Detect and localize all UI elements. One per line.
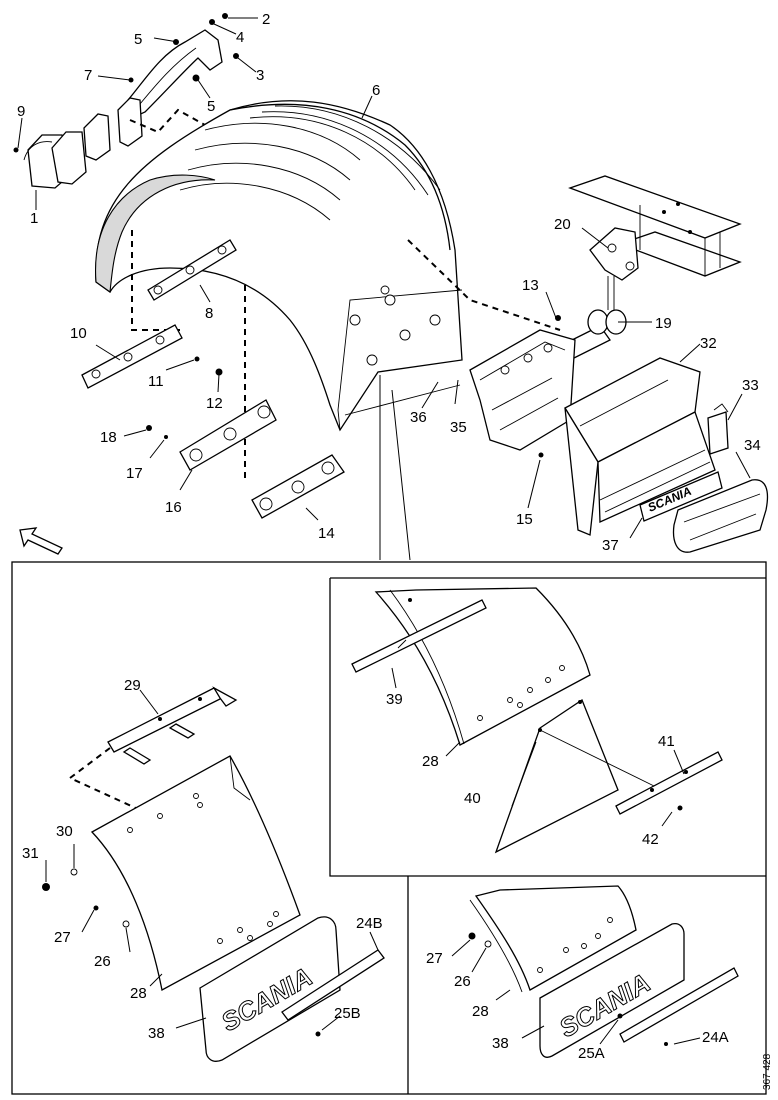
callout-28-right: 28 (472, 1003, 489, 1020)
callout-15: 15 (516, 511, 533, 528)
callout-40: 40 (464, 790, 481, 807)
direction-arrow-icon (19, 527, 63, 555)
callout-12: 12 (206, 395, 223, 412)
beam-bracket (589, 227, 639, 281)
lamp-housing (564, 357, 716, 536)
callout-8: 8 (205, 305, 213, 322)
mounting-arm (127, 13, 239, 119)
clamp-bracket (13, 97, 143, 189)
callout-25A: 25A (578, 1045, 605, 1062)
detail-frames (11, 561, 767, 1095)
callout-2: 2 (262, 11, 270, 28)
callout-38-right: 38 (492, 1035, 509, 1052)
callout-38-left: 38 (148, 1025, 165, 1042)
callout-17: 17 (126, 465, 143, 482)
leader-lines-left (45, 689, 379, 1031)
callout-33: 33 (742, 377, 759, 394)
callout-30: 30 (56, 823, 73, 840)
strip-24B (281, 949, 385, 1021)
detail-top-right: 39 28 40 41 42 (351, 587, 723, 854)
callout-13: 13 (522, 277, 539, 294)
callout-25B: 25B (334, 1005, 361, 1022)
callout-36: 36 (410, 409, 427, 426)
detail-left: SCANIA 29 30 31 27 26 28 38 24B (22, 677, 385, 1062)
leader-lines-tr (391, 667, 685, 827)
callout-5-upper: 5 (134, 31, 142, 48)
callout-42: 42 (642, 831, 659, 848)
mudguard-section-br (469, 885, 637, 993)
callout-41: 41 (658, 733, 675, 750)
callout-9: 9 (17, 103, 25, 120)
callout-6: 6 (372, 82, 380, 99)
mudguard-section-left (90, 755, 301, 991)
callout-28-left: 28 (130, 985, 147, 1002)
mounting-plate-16 (146, 399, 277, 471)
figure-id: 367 428 (762, 1053, 773, 1090)
callout-34: 34 (744, 437, 761, 454)
bracket-29 (107, 686, 238, 765)
mudguard-assembly: SCANIA (13, 11, 769, 561)
mounting-plate-14 (251, 454, 345, 519)
callout-20: 20 (554, 216, 571, 233)
leader-lines-top (17, 17, 751, 561)
callout-35: 35 (450, 419, 467, 436)
callout-1: 1 (30, 210, 38, 227)
strip-24A (619, 967, 739, 1043)
mudflap-40 (494, 699, 619, 854)
callout-39: 39 (386, 691, 403, 708)
callout-27-left: 27 (54, 929, 71, 946)
callout-24A: 24A (702, 1029, 729, 1046)
callout-7: 7 (84, 67, 92, 84)
callout-32: 32 (700, 335, 717, 352)
callout-11: 11 (148, 373, 164, 390)
leader-lines-br (451, 939, 701, 1045)
clip-33 (707, 403, 729, 455)
callout-16: 16 (165, 499, 182, 516)
callout-10: 10 (70, 325, 87, 342)
callout-27-right: 27 (426, 950, 443, 967)
callout-28-tr: 28 (422, 753, 439, 770)
callout-4: 4 (236, 29, 244, 46)
chassis-beam (568, 175, 742, 277)
callout-18: 18 (100, 429, 117, 446)
mudguard (95, 100, 463, 432)
callout-24B: 24B (356, 915, 383, 932)
callout-19: 19 (655, 315, 672, 332)
detail-bottom-right: SCANIA 27 26 28 38 25A 24A (426, 885, 739, 1062)
callout-37: 37 (602, 537, 619, 554)
callout-5-lower: 5 (207, 98, 215, 115)
rear-lamp (672, 479, 769, 553)
mudguard-bracket (469, 329, 576, 458)
callout-14: 14 (318, 525, 335, 542)
callout-26-right: 26 (454, 973, 471, 990)
strip-41 (615, 751, 723, 815)
strip-39 (351, 599, 487, 673)
mounting-plate-8 (147, 239, 237, 301)
callout-26-left: 26 (94, 953, 111, 970)
mounting-plate-10 (81, 324, 223, 389)
callout-31: 31 (22, 845, 39, 862)
callout-3: 3 (256, 67, 264, 84)
callout-29: 29 (124, 677, 141, 694)
